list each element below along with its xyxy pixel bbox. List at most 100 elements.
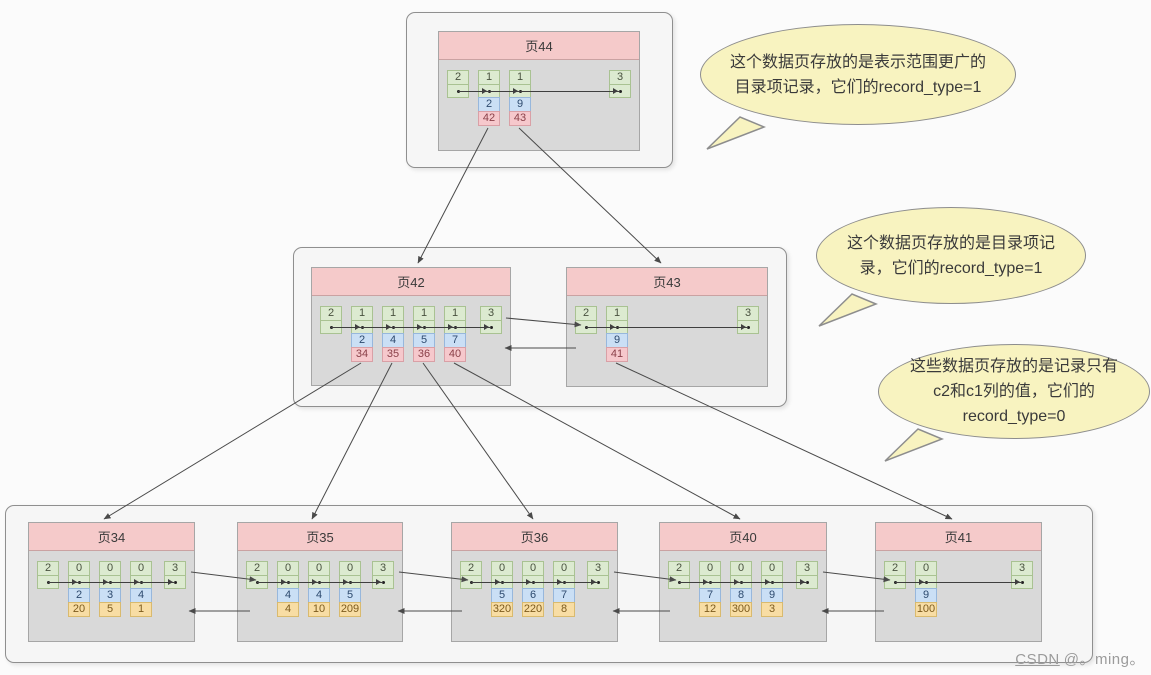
child-page-number-cell: 43 bbox=[509, 111, 531, 126]
record-type-value: 0 bbox=[278, 562, 298, 576]
record-link-arrow bbox=[350, 579, 383, 585]
record-key-cell: 5 bbox=[491, 588, 513, 603]
record-key-cell: 4 bbox=[277, 588, 299, 603]
pointer-dot-icon bbox=[381, 581, 385, 584]
record-type-value: 3 bbox=[610, 71, 630, 85]
record-link-arrow bbox=[458, 88, 489, 94]
page-title: 页44 bbox=[439, 32, 639, 60]
record-type-value: 0 bbox=[762, 562, 782, 576]
record-link-arrow bbox=[520, 88, 620, 94]
record-type-value: 0 bbox=[309, 562, 329, 576]
record-type-value: 1 bbox=[383, 307, 403, 321]
record-type-value: 0 bbox=[523, 562, 543, 576]
record-type-cell: 2 bbox=[668, 561, 690, 589]
pointer-dot-icon bbox=[173, 581, 177, 584]
record-value-cell: 1 bbox=[130, 602, 152, 617]
record-key-cell: 8 bbox=[730, 588, 752, 603]
record-key-cell: 4 bbox=[382, 333, 404, 348]
record: 3 bbox=[164, 561, 186, 589]
record: 2 bbox=[447, 70, 469, 98]
record: 2 bbox=[884, 561, 906, 589]
record-value-cell: 8 bbox=[553, 602, 575, 617]
record-link-arrow bbox=[471, 579, 502, 585]
callout-text: 这些数据页存放的是记录只有c2和c1列的值，它们的record_type=0 bbox=[909, 358, 1118, 425]
record-type-value: 0 bbox=[340, 562, 360, 576]
callout-root-level: 这个数据页存放的是表示范围更广的目录项记录，它们的record_type=1 bbox=[700, 24, 1016, 150]
record-link-arrow bbox=[586, 324, 617, 330]
record: 2 bbox=[320, 306, 342, 334]
callout-balloon bbox=[816, 207, 1086, 304]
record-pointer-cell bbox=[165, 576, 185, 589]
record-type-value: 3 bbox=[1012, 562, 1032, 576]
record-type-value: 3 bbox=[588, 562, 608, 576]
callout-text: 这个数据页存放的是表示范围更广的目录项记录，它们的record_type=1 bbox=[729, 53, 986, 96]
record-key-cell: 2 bbox=[351, 333, 373, 348]
record-value-cell: 20 bbox=[68, 602, 90, 617]
record-value-cell: 4 bbox=[277, 602, 299, 617]
record-type-value: 2 bbox=[461, 562, 481, 576]
record-type-value: 0 bbox=[69, 562, 89, 576]
record: 2 bbox=[575, 306, 597, 334]
record-type-value: 0 bbox=[916, 562, 936, 576]
child-page-number-cell: 40 bbox=[444, 347, 466, 362]
record-type-value: 0 bbox=[492, 562, 512, 576]
callout-leaf-level: 这些数据页存放的是记录只有c2和c1列的值，它们的record_type=0 bbox=[878, 344, 1150, 462]
record-link-arrow bbox=[564, 579, 598, 585]
record-key-cell: 2 bbox=[478, 97, 500, 112]
record-link-arrow bbox=[617, 324, 748, 330]
page-title: 页42 bbox=[312, 268, 510, 296]
child-page-number-cell: 35 bbox=[382, 347, 404, 362]
record-type-value: 2 bbox=[576, 307, 596, 321]
record-pointer-cell bbox=[588, 576, 608, 589]
record-type-value: 3 bbox=[165, 562, 185, 576]
record-type-cell: 2 bbox=[884, 561, 906, 589]
page-title: 页43 bbox=[567, 268, 767, 296]
record-key-cell: 9 bbox=[761, 588, 783, 603]
record-type-cell: 2 bbox=[575, 306, 597, 334]
record-link-arrow bbox=[926, 579, 1022, 585]
record-key-cell: 7 bbox=[444, 333, 466, 348]
record-pointer-cell bbox=[373, 576, 393, 589]
record-key-cell: 3 bbox=[99, 588, 121, 603]
record-type-value: 1 bbox=[445, 307, 465, 321]
page-title: 页41 bbox=[876, 523, 1041, 551]
record-link-arrow bbox=[772, 579, 807, 585]
record-key-cell: 5 bbox=[413, 333, 435, 348]
record-pointer-cell bbox=[738, 321, 758, 334]
watermark-author: @。ming。 bbox=[1063, 651, 1145, 668]
record: 2 bbox=[37, 561, 59, 589]
child-page-number-cell: 42 bbox=[478, 111, 500, 126]
child-page-number-cell: 36 bbox=[413, 347, 435, 362]
record-type-value: 2 bbox=[448, 71, 468, 85]
record-type-value: 3 bbox=[481, 307, 501, 321]
record-key-cell: 4 bbox=[308, 588, 330, 603]
record-link-arrow bbox=[257, 579, 288, 585]
page-title: 页36 bbox=[452, 523, 617, 551]
record-pointer-cell bbox=[610, 85, 630, 98]
record-pointer-cell bbox=[481, 321, 501, 334]
record-type-value: 3 bbox=[797, 562, 817, 576]
record-type-cell: 3 bbox=[164, 561, 186, 589]
record-type-value: 2 bbox=[38, 562, 58, 576]
record-link-arrow bbox=[288, 579, 319, 585]
record: 2 bbox=[668, 561, 690, 589]
child-page-number-cell: 41 bbox=[606, 347, 628, 362]
page-title: 页40 bbox=[660, 523, 826, 551]
callout-directory-level: 这个数据页存放的是目录项记录，它们的record_type=1 bbox=[816, 207, 1086, 327]
record-type-value: 0 bbox=[700, 562, 720, 576]
